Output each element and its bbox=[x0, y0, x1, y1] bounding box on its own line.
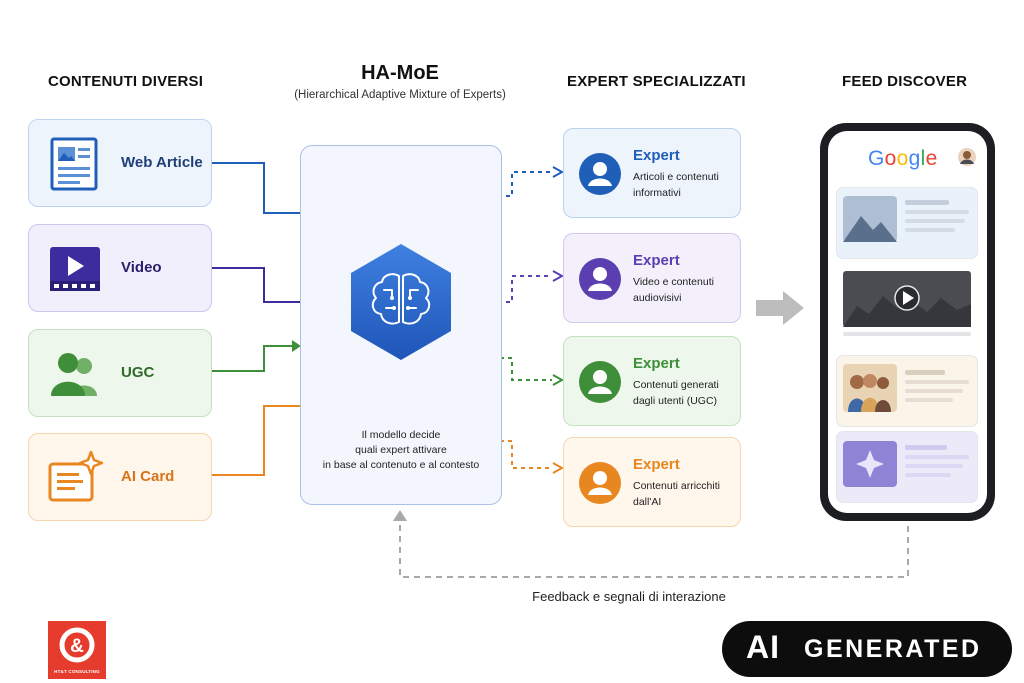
feedback-arrowhead bbox=[393, 510, 407, 521]
input-label: UGC bbox=[121, 364, 155, 381]
input-card-ugc: UGC bbox=[28, 329, 212, 417]
expert-avatar-icon bbox=[579, 361, 621, 403]
badge-ai-text: AI bbox=[746, 629, 780, 665]
input-connector-line bbox=[212, 267, 328, 303]
input-label: Video bbox=[121, 259, 162, 276]
feed-card-ai[interactable] bbox=[836, 431, 978, 503]
expert-description: Video e contenuti audiovisivi bbox=[633, 276, 714, 304]
hub-caption-line: in base al contenuto e al contesto bbox=[322, 459, 480, 471]
feed-card-video[interactable] bbox=[836, 265, 978, 337]
google-letter: o bbox=[896, 147, 909, 170]
feedback-loop-line bbox=[399, 520, 909, 578]
ai-sparkle-card-icon bbox=[48, 450, 103, 502]
input-connector-line bbox=[212, 162, 328, 214]
svg-text:&: & bbox=[70, 636, 84, 657]
badge-generated-text: GENERATED bbox=[804, 635, 982, 663]
users-icon bbox=[51, 353, 97, 396]
hub-title: HA-MoE bbox=[361, 62, 439, 84]
expert-title: Expert bbox=[633, 355, 680, 372]
feed-card-ugc[interactable] bbox=[836, 355, 978, 427]
expert-card-ai: Expert Contenuti arricchiti dall'AI bbox=[563, 437, 741, 527]
connector-arrowhead bbox=[292, 340, 301, 352]
hub-subtitle: (Hierarchical Adaptive Mixture of Expert… bbox=[294, 89, 506, 101]
feed-card-article[interactable] bbox=[836, 187, 978, 259]
expert-title: Expert bbox=[633, 252, 680, 269]
expert-avatar-icon bbox=[579, 462, 621, 504]
logo-mark-icon: & bbox=[59, 627, 95, 663]
input-card-ai-card: AI Card bbox=[28, 433, 212, 521]
expert-avatar-icon bbox=[579, 258, 621, 300]
experts-column-title: EXPERT SPECIALIZZATI bbox=[567, 73, 746, 90]
connector-arrowhead bbox=[552, 270, 565, 282]
connector-arrowhead bbox=[552, 166, 565, 178]
google-letter: G bbox=[868, 147, 885, 170]
feed-column-title: FEED DISCOVER bbox=[842, 73, 968, 90]
inputs-column-title: CONTENUTI DIVERSI bbox=[48, 73, 204, 90]
expert-description: Contenuti generati dagli utenti (UGC) bbox=[633, 379, 719, 407]
expert-title: Expert bbox=[633, 456, 680, 473]
feed-card-thumbnail bbox=[843, 441, 969, 487]
ht-t-consulting-logo: & HT&T CONSULTING bbox=[48, 621, 106, 679]
expert-card-ugc: Expert Contenuti generati dagli utenti (… bbox=[563, 336, 741, 426]
connector-arrowhead bbox=[552, 462, 565, 474]
feed-card-thumbnail bbox=[843, 364, 969, 412]
input-label: AI Card bbox=[121, 468, 175, 485]
expert-description: Articoli e contenuti informativi bbox=[633, 171, 719, 199]
input-card-video: Video bbox=[28, 224, 212, 312]
feedback-label: Feedback e segnali di interazione bbox=[532, 589, 726, 604]
input-label: Web Article bbox=[121, 154, 203, 171]
input-connector-line bbox=[212, 405, 328, 476]
google-logo: Google bbox=[868, 147, 938, 171]
expert-avatar-icon bbox=[579, 153, 621, 195]
google-letter: g bbox=[908, 147, 921, 170]
expert-card-video: Expert Video e contenuti audiovisivi bbox=[563, 233, 741, 323]
video-play-icon bbox=[50, 247, 100, 291]
connector-arrowhead bbox=[552, 374, 565, 386]
article-icon bbox=[50, 137, 98, 191]
input-connector-line bbox=[212, 345, 296, 372]
expert-description: Contenuti arricchiti dall'AI bbox=[633, 480, 720, 508]
expert-card-articles: Expert Articoli e contenuti informativi bbox=[563, 128, 741, 218]
ai-generated-badge: AI GENERATED bbox=[722, 621, 1012, 677]
logo-text: HT&T CONSULTING bbox=[54, 669, 100, 674]
expert-title: Expert bbox=[633, 147, 680, 164]
hub-caption-line: quali expert attivare bbox=[355, 444, 447, 456]
feed-card-thumbnail bbox=[843, 271, 971, 336]
hub-caption-line: Il modello decide bbox=[361, 429, 441, 441]
google-letter: e bbox=[925, 147, 938, 170]
input-card-web-article: Web Article bbox=[28, 119, 212, 207]
google-letter: o bbox=[884, 147, 897, 170]
expert-connector-line bbox=[500, 440, 552, 469]
hub-caption: Il modello decide quali expert attivare … bbox=[300, 428, 502, 473]
feed-card-thumbnail bbox=[843, 196, 969, 242]
google-letter: l bbox=[920, 147, 926, 170]
